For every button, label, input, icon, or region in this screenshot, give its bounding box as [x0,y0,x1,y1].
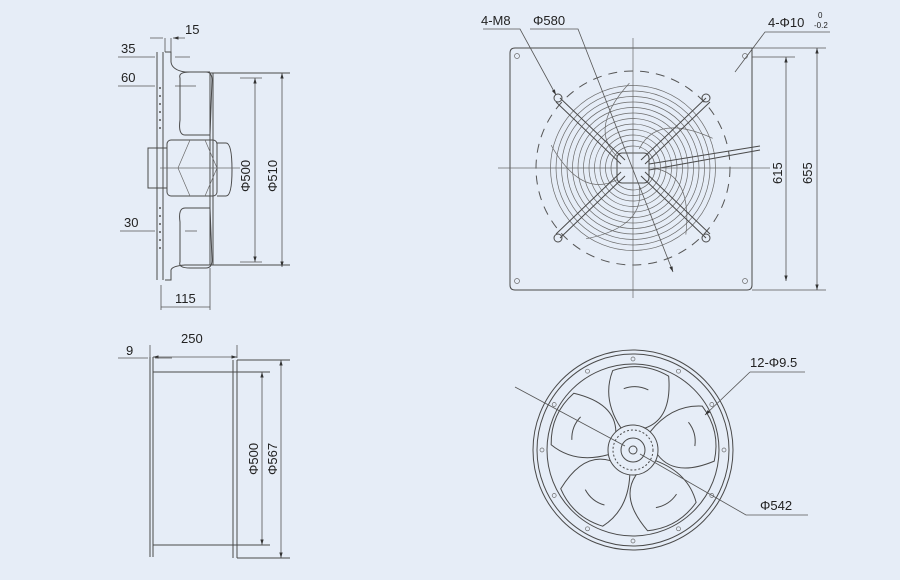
mount-hole [585,368,590,374]
dim-phi510: Φ510 [265,160,280,192]
dim-115: 115 [175,291,196,306]
rivet-dot [159,247,161,249]
tolerance-lower: -0.2 [814,21,828,30]
label-phi580: Φ580 [533,13,565,28]
mount-hole [709,402,715,407]
blade-slot [584,489,605,506]
dim-phi500-duct: Φ500 [246,443,261,475]
mount-hole [585,526,590,532]
dim-35: 35 [121,41,135,56]
rear-view: 12-Φ9.5 Φ542 [514,349,808,551]
dim-15: 15 [185,22,199,37]
rivet-dot [159,215,161,217]
rivet-dot [159,207,161,209]
mount-hole [676,368,681,374]
dim-615: 615 [770,162,785,184]
dim-30: 30 [124,215,138,230]
mount-hole [630,356,636,362]
blade-outline [638,127,713,150]
fan-blade [629,460,697,532]
mount-hole [721,447,727,453]
blade-slot [623,386,649,391]
fan-blade [608,366,670,429]
rivet-dot [159,223,161,225]
mount-hole [676,526,681,532]
dim-60: 60 [121,70,135,85]
mount-hole [551,493,557,498]
front-view: 4-M8 Φ580 4-Φ10 0 -0.2 615 655 [481,11,830,298]
rivet-dot [159,239,161,241]
mount-hole [539,447,545,453]
tolerance-upper: 0 [818,11,823,20]
rivet-dot [159,119,161,121]
rivet-dot [159,111,161,113]
mount-hole [630,538,636,544]
dim-9: 9 [126,343,133,358]
label-4-phi10: 4-Φ10 [768,15,804,30]
blade-slot [655,493,677,509]
rivet-dot [159,127,161,129]
dim-250: 250 [181,331,203,346]
label-12-phi9-5: 12-Φ9.5 [750,355,797,370]
side-view: 15 35 60 30 115 Φ500 Φ510 [118,22,290,310]
mount-hole [551,402,557,407]
fan-blade [560,458,631,527]
duct-view: 250 9 Φ500 Φ567 [118,331,290,559]
fan-blade [649,405,717,469]
blade-outline [652,167,688,235]
rivet-dot [159,231,161,233]
dim-phi567: Φ567 [265,443,280,475]
blade-slot [571,416,581,440]
label-4-m8: 4-M8 [481,13,511,28]
rivet-dot [159,103,161,105]
blade-slot [688,421,696,447]
rivet-dot [159,95,161,97]
blade-outline [604,82,630,157]
dim-phi500: Φ500 [238,160,253,192]
rivet-dot [159,87,161,89]
label-phi542: Φ542 [760,498,792,513]
mount-hole [709,493,715,498]
fan-blade [550,392,617,459]
blade-outline [585,186,641,240]
dim-655: 655 [800,162,815,184]
